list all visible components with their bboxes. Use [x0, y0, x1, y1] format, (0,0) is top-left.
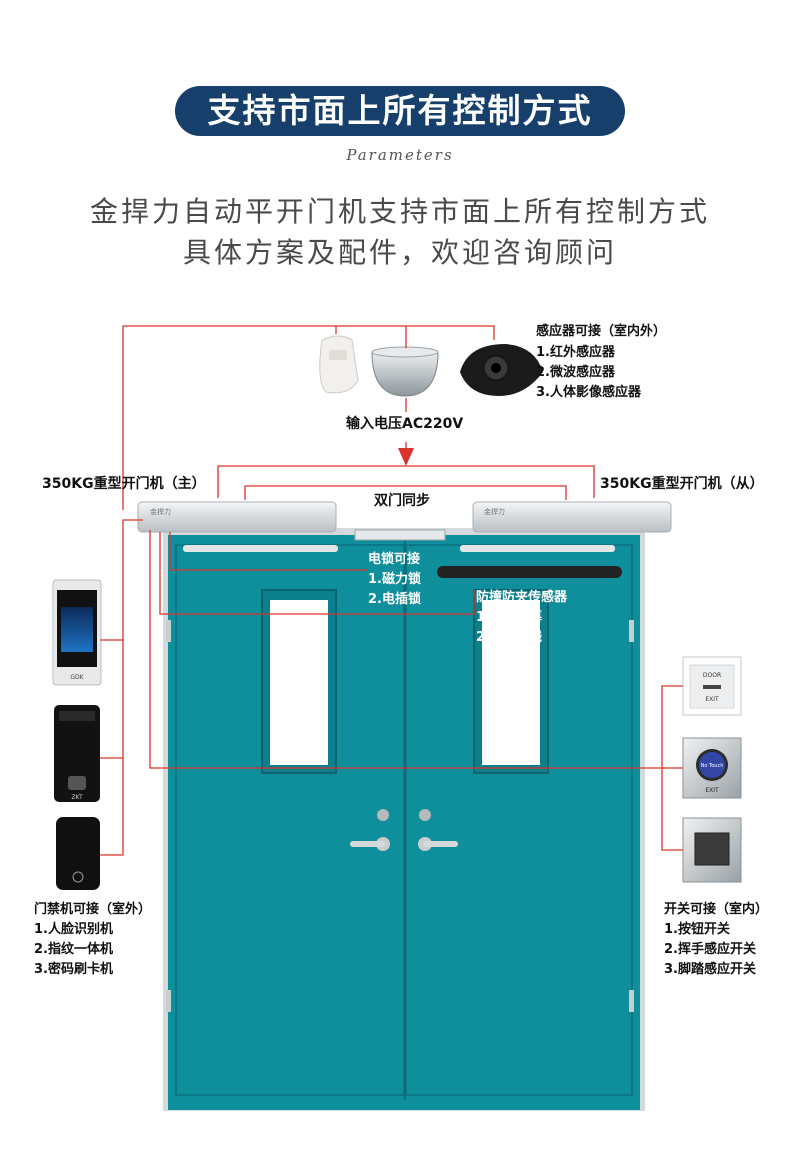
finger-device-brand: ZKT — [71, 794, 83, 801]
wire-sensor-left — [122, 325, 336, 510]
left-lever-handle — [350, 841, 385, 847]
operator-sub: 金捍力 — [472, 501, 672, 533]
microwave-sensor-image — [371, 346, 439, 397]
face-device-brand: GDK — [70, 674, 84, 681]
lock-item-1: 1.磁力锁 — [368, 572, 421, 587]
no-touch-exit-switch: No Touch EXIT — [682, 737, 742, 799]
switch-title: 开关可接（室内） — [664, 902, 769, 917]
operator-sub-brand: 金捍力 — [484, 507, 505, 516]
left-window-glass — [270, 600, 328, 765]
access-item-3: 3.密码刷卡机 — [34, 962, 113, 977]
headline-line-1: 金捍力自动平开门机支持市面上所有控制方式 — [89, 195, 710, 228]
hinge — [629, 620, 634, 642]
operator-main-label: 350KG重型开门机（主） — [42, 476, 206, 492]
exit-button-door-text: DOOR — [703, 672, 721, 679]
lock-item-2: 2.电插锁 — [368, 592, 421, 607]
switch-item-1: 1.按钮开关 — [664, 922, 730, 937]
keypad-card-device — [56, 817, 100, 890]
access-title: 门禁机可接（室外） — [34, 902, 152, 917]
power-label: 输入电压AC220V — [346, 416, 464, 432]
switch-item-2: 2.挥手感应开关 — [664, 942, 756, 957]
exit-button-exit-text: EXIT — [705, 696, 719, 703]
door-exit-button: DOOR EXIT — [682, 656, 742, 716]
safety-title: 防撞防夹传感器 — [476, 590, 568, 605]
pir-sensor-image — [319, 335, 359, 394]
safety-item-2: 2.对射光线 — [476, 630, 542, 645]
sensor-item-3: 3.人体影像感应器 — [536, 385, 641, 400]
sync-label: 双门同步 — [374, 493, 430, 509]
wire-switch-bus — [149, 530, 683, 769]
sensor-item-1: 1.红外感应器 — [536, 345, 615, 360]
lock-title: 电锁可接 — [368, 552, 421, 567]
double-door — [163, 528, 645, 1111]
sensor-title: 感应器可接（室内外） — [536, 324, 667, 339]
lock-cylinder — [377, 809, 389, 821]
page-title-banner: 支持市面上所有控制方式 — [175, 86, 625, 136]
wire-sync — [244, 485, 567, 500]
operator-sub-label: 350KG重型开门机（从） — [600, 476, 764, 492]
right-lever-handle — [423, 841, 458, 847]
access-item-2: 2.指纹一体机 — [34, 942, 113, 957]
safety-sensor-bar — [437, 566, 622, 578]
hinge — [629, 990, 634, 1012]
safety-item-1: 1.安全光幕 — [476, 610, 542, 625]
fingerprint-device: ZKT — [54, 705, 100, 802]
wire-sensor-bus — [335, 325, 495, 340]
operator-main: 金捍力 — [137, 501, 337, 533]
lock-cylinder — [419, 809, 431, 821]
operator-main-body — [137, 501, 337, 533]
no-touch-text: No Touch — [701, 763, 724, 769]
magnetic-lock — [354, 529, 446, 541]
wire-foot — [661, 768, 683, 851]
headline-line-2: 具体方案及配件，欢迎咨询顾问 — [182, 236, 617, 269]
left-door-arm — [183, 545, 338, 552]
right-window-glass — [482, 600, 540, 765]
image-sensor-image — [460, 344, 543, 396]
parameters-script: Parameters — [346, 146, 454, 164]
wire-access-bus — [100, 519, 143, 856]
power-arrow-icon — [398, 448, 414, 466]
right-door-arm — [460, 545, 615, 552]
wire-safety — [159, 532, 475, 615]
switch-item-3: 3.脚踏感应开关 — [664, 962, 756, 977]
foot-sensor-switch — [682, 817, 742, 883]
no-touch-exit-text: EXIT — [705, 787, 719, 794]
hinge — [166, 990, 171, 1012]
wire-exit-button — [661, 685, 683, 768]
operator-main-brand: 金捍力 — [150, 507, 171, 516]
operator-sub-body — [472, 501, 672, 533]
sensor-item-2: 2.微波感应器 — [536, 365, 615, 380]
access-item-1: 1.人脸识别机 — [34, 922, 113, 937]
hinge — [166, 620, 171, 642]
face-recognition-device: GDK — [52, 579, 102, 686]
wire-lock — [169, 532, 368, 571]
